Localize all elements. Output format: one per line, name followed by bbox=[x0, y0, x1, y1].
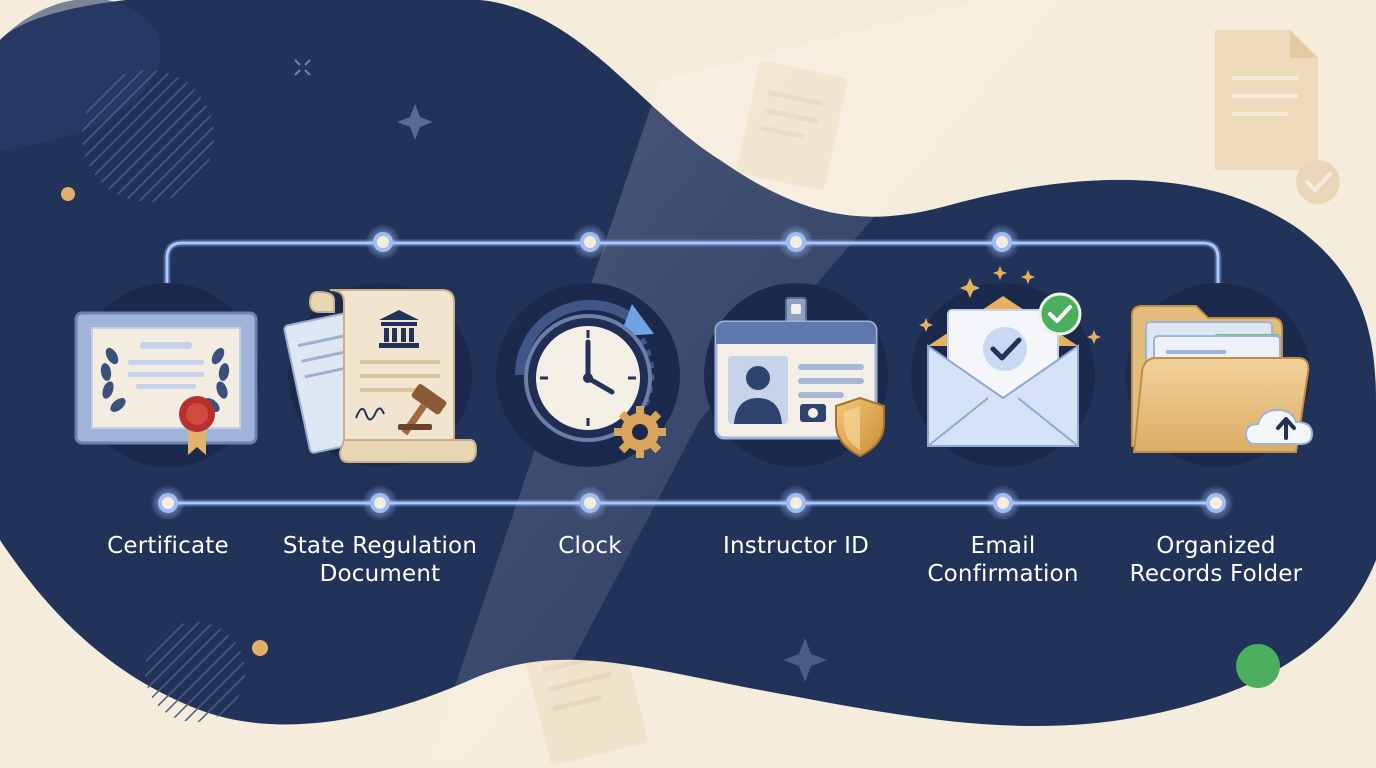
regulation-document-icon bbox=[283, 289, 478, 463]
step-label-regulation-document: State Regulation Document bbox=[282, 533, 478, 587]
connector-node bbox=[985, 485, 1021, 521]
connector-node bbox=[778, 485, 814, 521]
sparkle-icon bbox=[294, 59, 311, 76]
dot bbox=[61, 187, 75, 201]
records-folder-icon bbox=[1131, 305, 1314, 453]
connector-node bbox=[778, 224, 814, 260]
green-dot bbox=[1236, 644, 1280, 688]
connector-node bbox=[984, 224, 1020, 260]
instructor-id-icon bbox=[714, 297, 885, 458]
dot bbox=[252, 640, 268, 656]
cloud-upload-icon bbox=[1244, 408, 1314, 445]
step-label-clock: Clock bbox=[558, 533, 622, 559]
step-label-records-folder: Organized Records Folder bbox=[1129, 533, 1303, 587]
email-confirmation-icon bbox=[919, 266, 1101, 447]
step-label-certificate: Certificate bbox=[107, 533, 229, 559]
corner-document-icon bbox=[1215, 30, 1340, 204]
clock-icon bbox=[515, 300, 666, 458]
connector-node bbox=[572, 485, 608, 521]
top-connector bbox=[163, 239, 1222, 285]
connector-node bbox=[365, 224, 401, 260]
hatched-circle bbox=[145, 622, 245, 722]
step-label-instructor-id: Instructor ID bbox=[723, 533, 869, 559]
sparkle-icon bbox=[397, 104, 433, 140]
connector-node bbox=[362, 485, 398, 521]
connector-node bbox=[1198, 485, 1234, 521]
hatched-circle bbox=[82, 70, 214, 202]
connector-node bbox=[572, 224, 608, 260]
certificate-icon bbox=[74, 311, 258, 455]
connector-node bbox=[150, 485, 186, 521]
sparkle-icon bbox=[783, 638, 827, 682]
connector-nodes bbox=[150, 224, 1234, 521]
step-label-email-confirmation: Email Confirmation bbox=[927, 533, 1079, 587]
